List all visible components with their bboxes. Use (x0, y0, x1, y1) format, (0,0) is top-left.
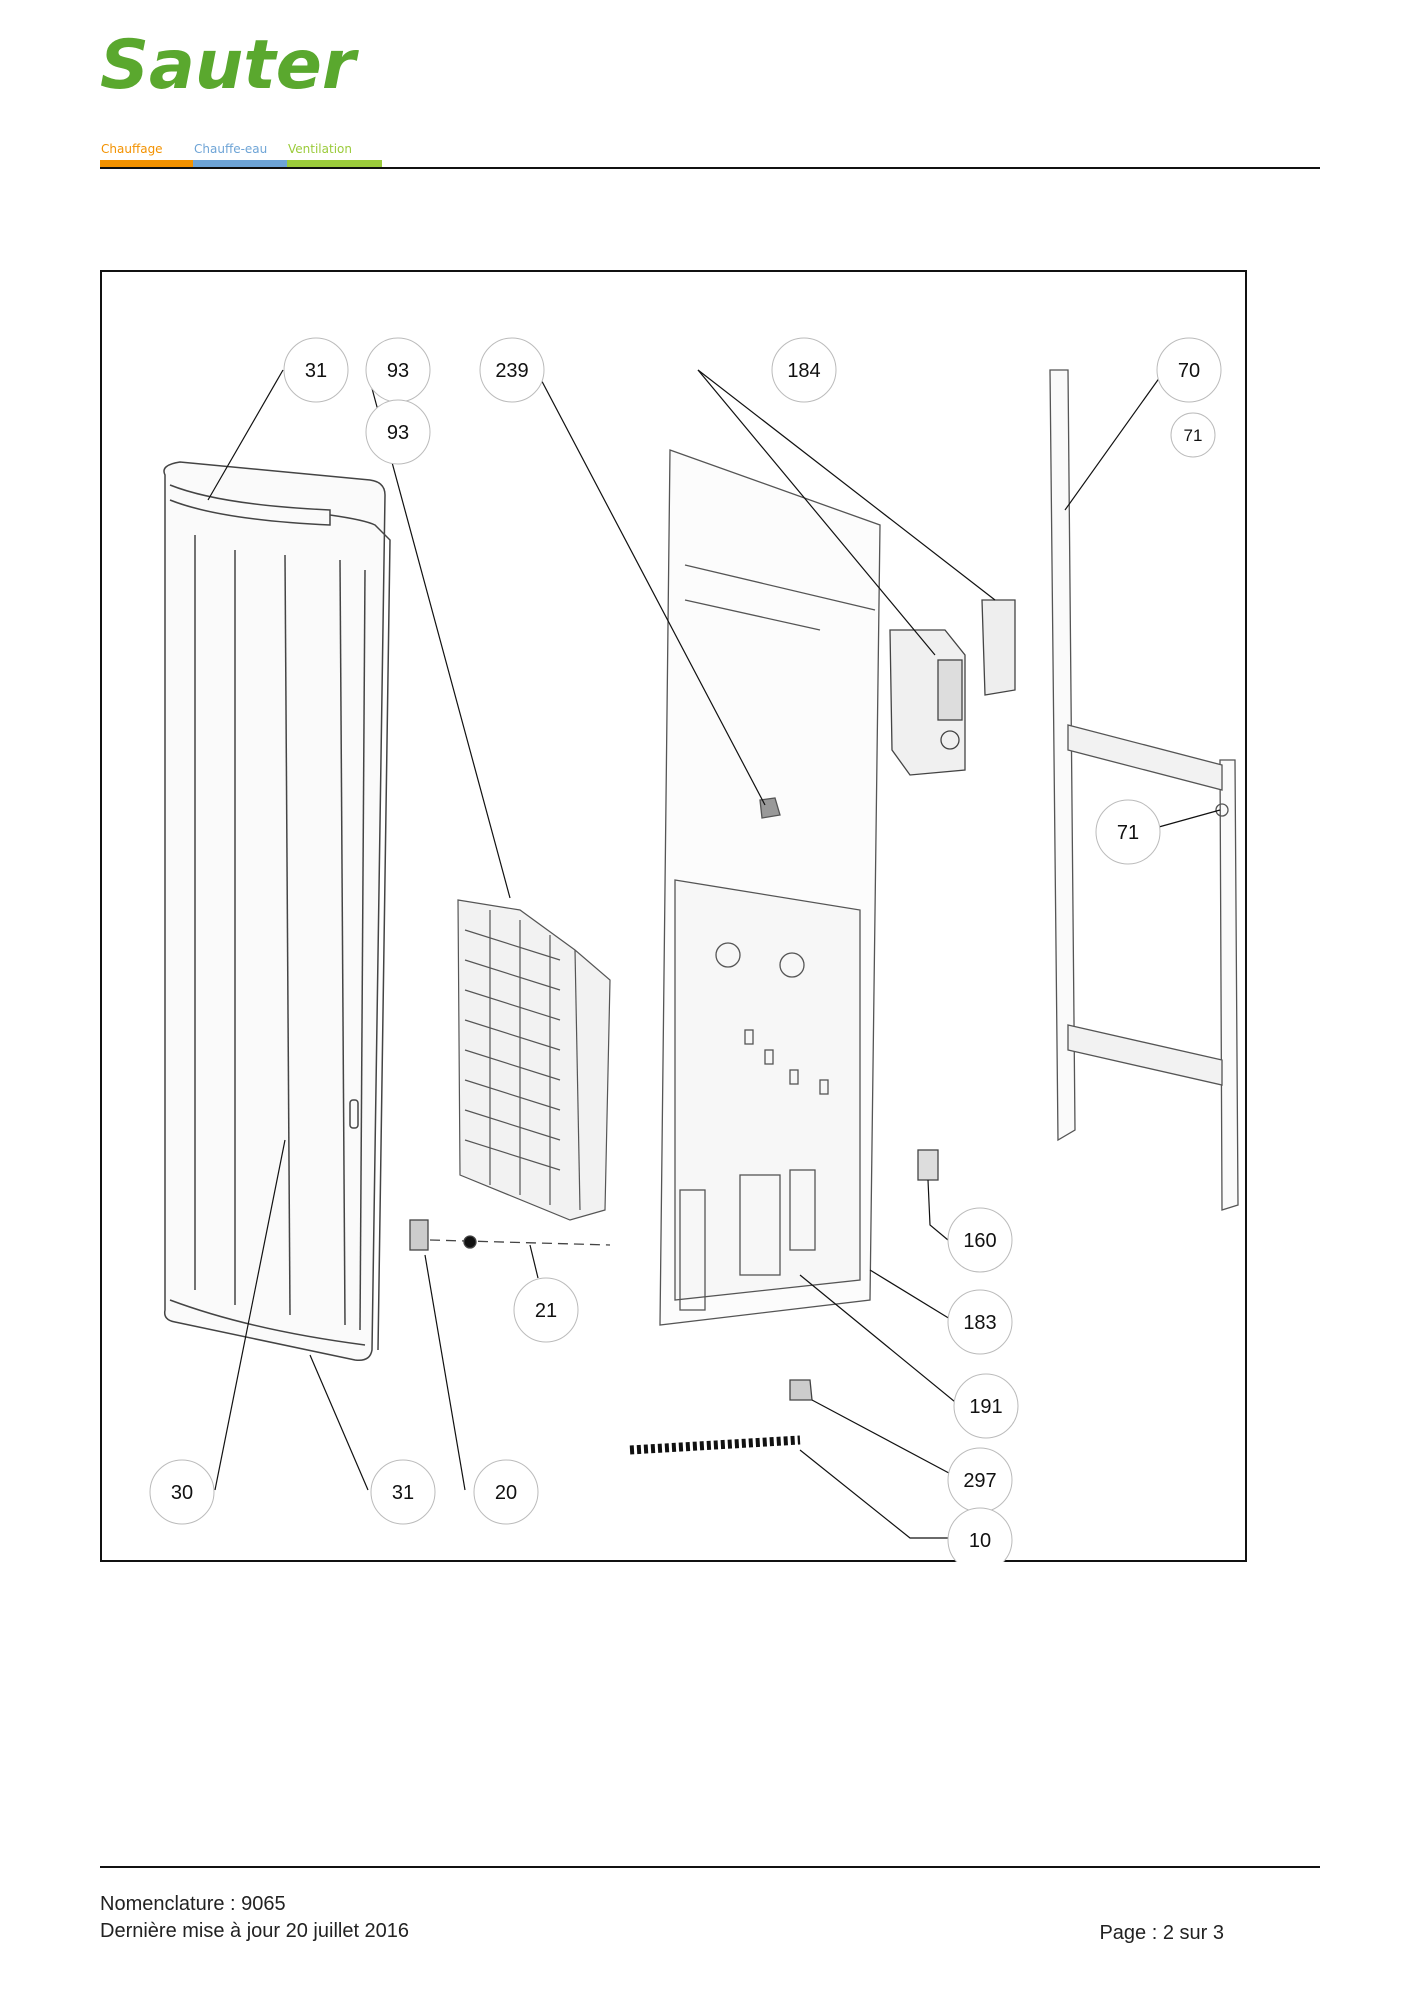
category-ventilation: Ventilation (288, 142, 352, 156)
control-unit (889, 599, 1016, 776)
last-updated: Dernière mise à jour 20 juillet 2016 (100, 1920, 410, 1942)
callout-184: 184 (771, 337, 837, 403)
heating-cable-10 (629, 1435, 801, 1455)
callout-71-top: 71 (1170, 412, 1216, 458)
callout-160: 160 (947, 1207, 1013, 1273)
wall-bracket (1049, 369, 1239, 1211)
callout-31-bottom: 31 (370, 1459, 436, 1525)
heating-element (457, 899, 611, 1221)
leader-lines (207, 369, 1221, 1539)
page-number: Page : 2 sur 3 (1099, 1922, 1224, 1944)
sensor-297 (789, 1379, 813, 1401)
callout-93: 93 (365, 337, 431, 403)
callout-20: 20 (473, 1459, 539, 1525)
svg-text:20: 20 (495, 1482, 517, 1504)
category-bar-ventilation (287, 160, 382, 167)
callout-21: 21 (513, 1277, 579, 1343)
svg-text:93: 93 (387, 360, 409, 382)
callout-183: 183 (947, 1289, 1013, 1355)
rear-chassis (659, 449, 881, 1326)
svg-text:183: 183 (963, 1312, 996, 1334)
svg-text:10: 10 (969, 1530, 991, 1552)
svg-text:191: 191 (969, 1396, 1002, 1418)
footer-rule (100, 1866, 1320, 1868)
callout-30: 30 (149, 1459, 215, 1525)
category-bar-chauffage (100, 160, 193, 167)
callout-10: 10 (947, 1507, 1013, 1562)
callout-70: 70 (1156, 337, 1222, 403)
logo-wordmark: Sauter (100, 28, 360, 98)
svg-text:70: 70 (1178, 360, 1200, 382)
callouts: 31 93 93 239 184 70 71 71 160 21 183 191… (149, 337, 1222, 1562)
svg-text:31: 31 (392, 1482, 414, 1504)
svg-text:93: 93 (387, 422, 409, 444)
callout-31-top: 31 (283, 337, 349, 403)
header-rule (100, 167, 1320, 169)
category-chauffage: Chauffage (101, 142, 163, 156)
svg-text:160: 160 (963, 1230, 996, 1252)
nomenclature-label: Nomenclature : 9065 (100, 1893, 286, 1915)
svg-text:239: 239 (495, 360, 528, 382)
svg-text:71: 71 (1117, 822, 1139, 844)
callout-191: 191 (953, 1373, 1019, 1439)
svg-text:21: 21 (535, 1300, 557, 1322)
svg-text:71: 71 (1184, 426, 1203, 445)
category-chauffe-eau: Chauffe-eau (194, 142, 268, 156)
exploded-view-diagram: 31 93 93 239 184 70 71 71 160 21 183 191… (100, 270, 1247, 1562)
svg-text:184: 184 (787, 360, 820, 382)
svg-text:30: 30 (171, 1482, 193, 1504)
sauter-logo: Sauter (100, 28, 360, 98)
callout-71: 71 (1095, 799, 1161, 865)
callout-297: 297 (947, 1447, 1013, 1513)
thermostat-probe (409, 1219, 429, 1251)
front-panel (163, 461, 391, 1362)
category-bar-chauffe-eau (193, 160, 287, 167)
svg-text:297: 297 (963, 1470, 996, 1492)
callout-239: 239 (479, 337, 545, 403)
svg-text:31: 31 (305, 360, 327, 382)
callout-93-second: 93 (365, 399, 431, 465)
switch-160 (917, 1149, 939, 1181)
